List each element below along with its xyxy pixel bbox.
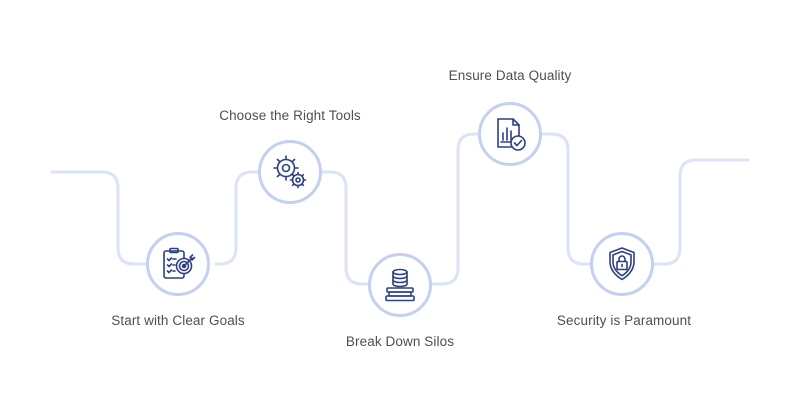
step-label-break-silos: Break Down Silos [345, 334, 455, 349]
document-chart-check-icon [497, 118, 526, 151]
step-label-data-quality: Ensure Data Quality [448, 68, 572, 83]
gears-icon [273, 155, 307, 189]
step-label-clear-goals: Start with Clear Goals [111, 313, 245, 328]
stacked-database-icon [385, 268, 415, 302]
step-circle-data-quality [478, 102, 542, 166]
step-circle-right-tools [258, 140, 322, 204]
step-label-right-tools: Choose the Right Tools [219, 108, 361, 123]
step-circle-clear-goals [146, 232, 210, 296]
step-label-security: Security is Paramount [556, 313, 692, 328]
checklist-target-icon [163, 247, 196, 279]
shield-lock-icon [609, 247, 635, 281]
step-circle-security [590, 232, 654, 296]
step-circle-break-silos [368, 253, 432, 317]
